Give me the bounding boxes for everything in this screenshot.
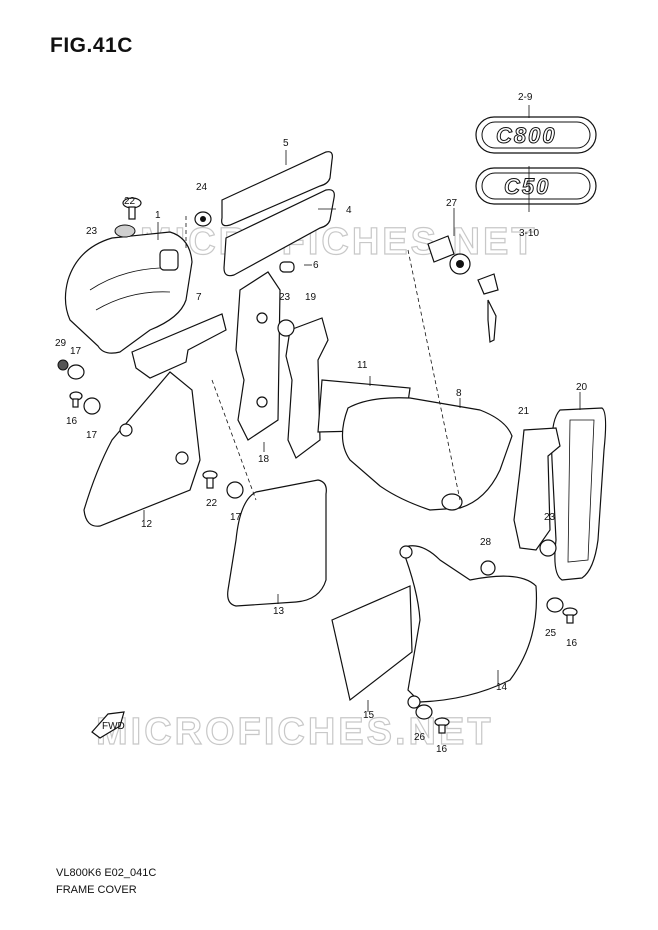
callout-2-9: 2-9 bbox=[518, 92, 533, 103]
callout-23-right: 23 bbox=[544, 512, 556, 523]
callout-1: 1 bbox=[155, 210, 161, 221]
part-27-ignition-switch bbox=[427, 235, 499, 343]
callout-17-left: 17 bbox=[86, 430, 98, 441]
part-18-bracket bbox=[235, 271, 281, 441]
emblem-c800: C800 bbox=[475, 116, 597, 154]
part-7-bracket bbox=[131, 313, 227, 379]
callout-17-left-top: 17 bbox=[70, 346, 82, 357]
callout-12: 12 bbox=[141, 519, 153, 530]
watermark-bottom: MICROFICHES.NET bbox=[96, 711, 494, 753]
part-28-grommet bbox=[480, 560, 496, 576]
part-22-screw bbox=[122, 197, 142, 220]
part-14-cover bbox=[401, 545, 538, 703]
part-13-panel bbox=[227, 479, 327, 607]
callout-7: 7 bbox=[196, 292, 202, 303]
callout-14: 14 bbox=[496, 682, 508, 693]
part-19-bracket bbox=[285, 317, 329, 459]
part-29-nut bbox=[57, 359, 69, 371]
callout-4: 4 bbox=[346, 205, 352, 216]
emblem-c50: C50 bbox=[475, 167, 597, 205]
part-16-screw-left bbox=[69, 391, 83, 408]
part-20-bracket bbox=[551, 407, 607, 581]
part-23-grommet-mid bbox=[277, 319, 295, 337]
callout-8: 8 bbox=[456, 388, 462, 399]
callout-25: 25 bbox=[545, 628, 557, 639]
part-17-grommet-left bbox=[83, 397, 101, 415]
callout-11: 11 bbox=[357, 360, 368, 371]
callout-16-bottom: 16 bbox=[436, 744, 448, 755]
part-17-grommet-mid bbox=[226, 481, 244, 499]
callout-15: 15 bbox=[363, 710, 375, 721]
callout-18: 18 bbox=[258, 454, 270, 465]
part-4-pad bbox=[223, 189, 335, 277]
callout-28: 28 bbox=[480, 537, 492, 548]
svg-text:C50: C50 bbox=[504, 174, 550, 199]
callout-17-mid: 17 bbox=[230, 512, 242, 523]
callout-22-mid: 22 bbox=[206, 498, 218, 509]
part-23-grommet bbox=[114, 224, 136, 238]
callout-29: 29 bbox=[55, 338, 67, 349]
callout-23-top: 23 bbox=[86, 226, 98, 237]
callout-16-left: 16 bbox=[66, 416, 78, 427]
part-17-grommet-left-top bbox=[67, 364, 85, 380]
part-16-screw-right bbox=[562, 607, 578, 624]
fwd-arrow-icon: FWD bbox=[91, 711, 125, 739]
callout-13: 13 bbox=[273, 606, 285, 617]
watermark-top: MICROFICHES.NET bbox=[140, 221, 538, 263]
svg-text:FWD: FWD bbox=[102, 721, 125, 732]
part-5-pad bbox=[221, 151, 333, 227]
callout-23-mid: 23 bbox=[279, 292, 291, 303]
part-16-screw-bottom bbox=[434, 717, 450, 734]
svg-text:C800: C800 bbox=[496, 123, 557, 148]
callout-5: 5 bbox=[283, 138, 289, 149]
callout-6: 6 bbox=[313, 260, 319, 271]
diagram-code: VL800K6 E02_041C bbox=[56, 867, 157, 879]
callout-27: 27 bbox=[446, 198, 458, 209]
callout-16-right: 16 bbox=[566, 638, 578, 649]
callout-20: 20 bbox=[576, 382, 588, 393]
part-23-grommet-right bbox=[539, 539, 557, 557]
part-22-screw-mid bbox=[202, 470, 218, 489]
callout-26: 26 bbox=[414, 732, 426, 743]
diagram-name: FRAME COVER bbox=[56, 884, 137, 896]
part-25-grommet bbox=[546, 597, 564, 613]
callout-21: 21 bbox=[518, 406, 530, 417]
part-6-spacer bbox=[279, 261, 295, 273]
figure-title: FIG.41C bbox=[50, 34, 133, 57]
callout-22-top: 22 bbox=[124, 196, 136, 207]
part-26-grommet bbox=[415, 704, 433, 720]
part-15-sheet bbox=[331, 585, 413, 702]
part-12-cover bbox=[83, 371, 201, 527]
part-21-bracket bbox=[513, 427, 561, 551]
callout-3-10: 3-10 bbox=[519, 228, 539, 239]
callout-19: 19 bbox=[305, 292, 317, 303]
part-8-cover bbox=[341, 397, 513, 511]
callout-24: 24 bbox=[196, 182, 208, 193]
